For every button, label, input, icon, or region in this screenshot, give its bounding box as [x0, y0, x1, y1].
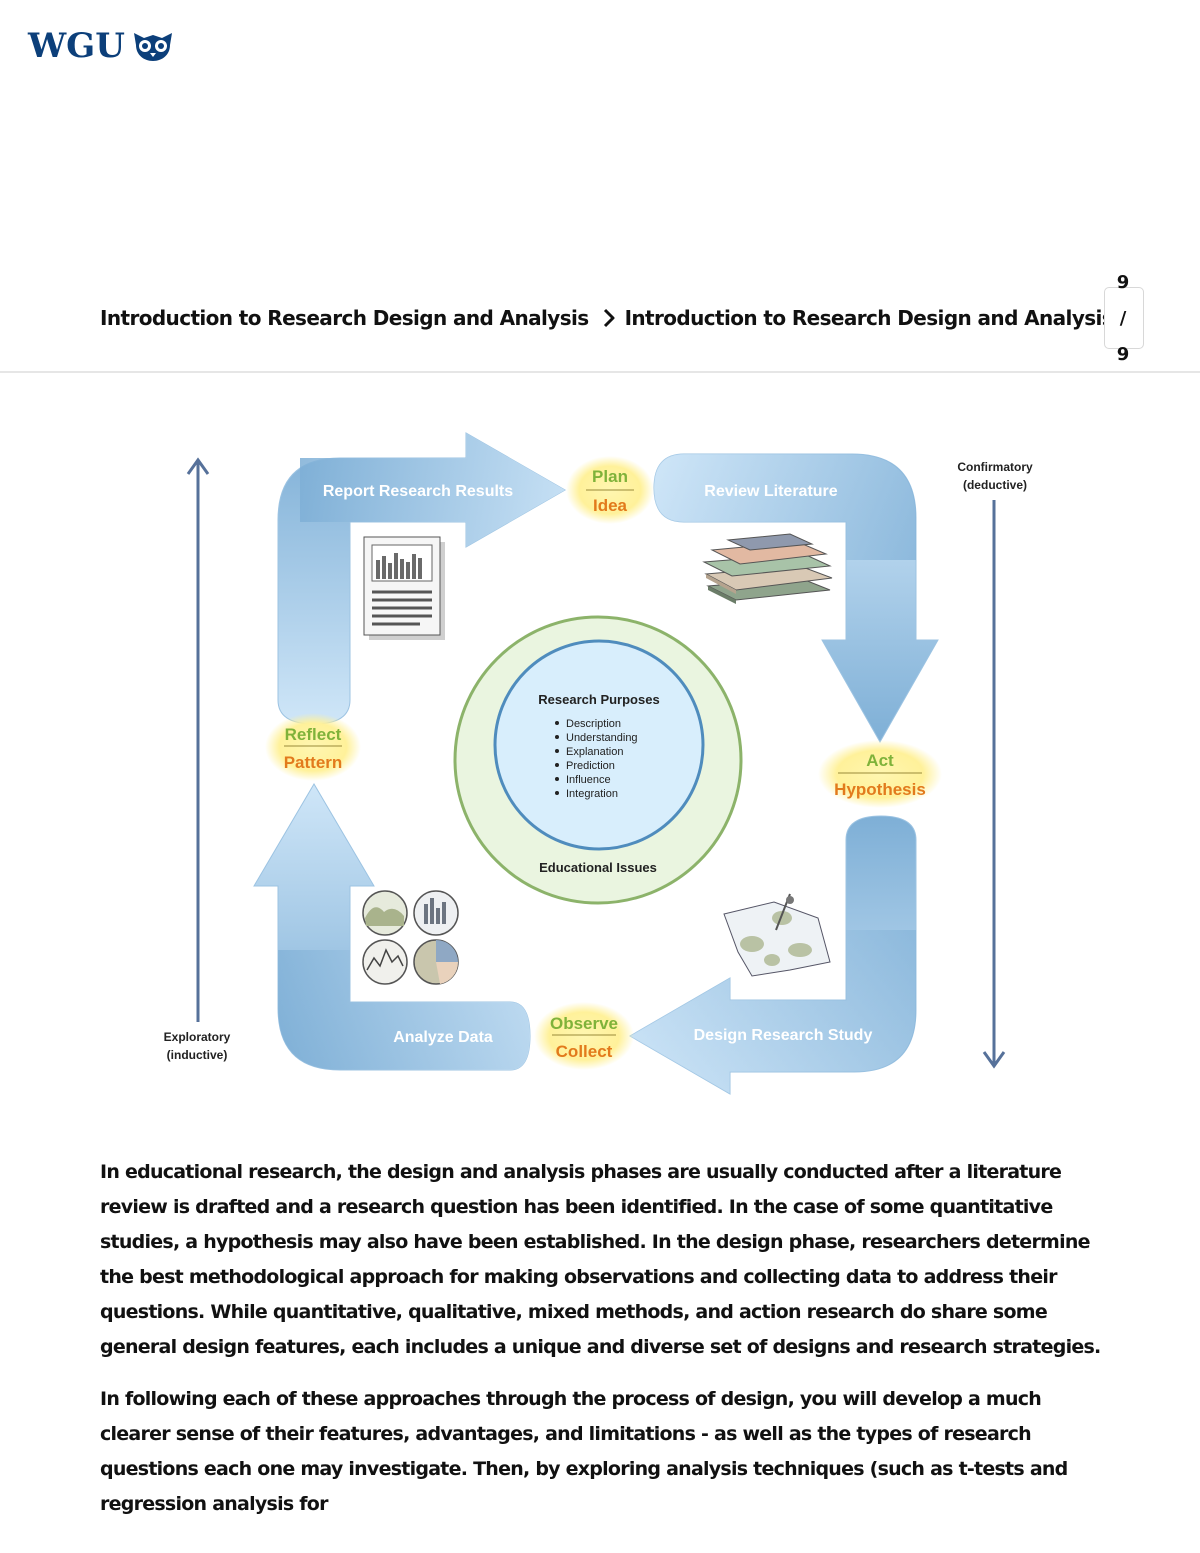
svg-text:Collect: Collect — [556, 1042, 613, 1061]
badge-observe-collect: Observe Collect — [534, 1002, 634, 1070]
purpose-item: Understanding — [566, 732, 638, 744]
chevron-right-icon — [602, 308, 616, 328]
map-icon — [723, 893, 831, 977]
exploratory-label: Exploratory — [164, 1030, 231, 1044]
svg-text:Pattern: Pattern — [284, 753, 343, 772]
page-current: 9 — [1116, 272, 1130, 293]
page-separator: / — [1119, 308, 1127, 329]
svg-text:Plan: Plan — [592, 467, 628, 486]
badge-reflect-pattern: Reflect Pattern — [265, 713, 361, 781]
analyze-data-arrow — [253, 783, 531, 1071]
paragraph: In educational research, the design and … — [100, 1161, 1101, 1358]
books-icon — [702, 533, 833, 604]
breadcrumb-course-link[interactable]: Introduction to Research Design and Anal… — [100, 306, 589, 330]
design-study-arrow — [629, 815, 917, 1095]
research-purposes-title: Research Purposes — [538, 692, 659, 707]
paragraph: In following each of these approaches th… — [100, 1388, 1068, 1515]
purpose-item: Description — [566, 718, 621, 730]
badge-act-hypothesis: Act Hypothesis — [818, 740, 942, 808]
stage-analyze-label: Analyze Data — [393, 1029, 493, 1046]
confirmatory-axis-arrow — [982, 500, 1006, 1069]
report-results-arrow — [277, 432, 567, 725]
purpose-item: Prediction — [566, 760, 615, 772]
stage-design-label: Design Research Study — [694, 1027, 873, 1044]
inductive-label: (inductive) — [167, 1048, 228, 1062]
logo-text: WGU — [28, 26, 125, 66]
owl-icon — [133, 33, 172, 61]
research-cycle-diagram: Report Research Results Review Literatur… — [164, 432, 1033, 1095]
svg-text:Reflect: Reflect — [285, 725, 342, 744]
research-purposes-circle: Research Purposes Description Understand… — [493, 639, 705, 851]
exploratory-axis-arrow — [186, 457, 210, 1022]
svg-text:Act: Act — [866, 751, 894, 770]
review-literature-arrow — [653, 453, 939, 744]
stage-report-label: Report Research Results — [323, 483, 513, 500]
wgu-logo[interactable]: WGU — [28, 26, 176, 66]
svg-text:Idea: Idea — [593, 496, 628, 515]
educational-issues-label: Educational Issues — [539, 860, 657, 875]
data-charts-icon — [362, 890, 459, 985]
report-document-icon — [363, 536, 445, 640]
breadcrumb: Introduction to Research Design and Anal… — [100, 306, 1114, 330]
svg-text:Hypothesis: Hypothesis — [834, 780, 926, 799]
header-divider — [0, 371, 1200, 373]
deductive-label: (deductive) — [963, 478, 1027, 492]
purpose-item: Integration — [566, 788, 618, 800]
purpose-item: Explanation — [566, 746, 624, 758]
page-total: 9 — [1116, 344, 1130, 365]
page-indicator[interactable] — [1104, 287, 1144, 349]
stage-review-label: Review Literature — [704, 483, 837, 500]
badge-plan-idea: Plan Idea — [566, 456, 654, 524]
breadcrumb-section-title: Introduction to Research Design and Anal… — [624, 306, 1114, 330]
article-body: In educational research, the design and … — [100, 1155, 1110, 1539]
svg-text:Observe: Observe — [550, 1014, 618, 1033]
confirmatory-label: Confirmatory — [957, 460, 1033, 474]
purpose-item: Influence — [566, 774, 611, 786]
